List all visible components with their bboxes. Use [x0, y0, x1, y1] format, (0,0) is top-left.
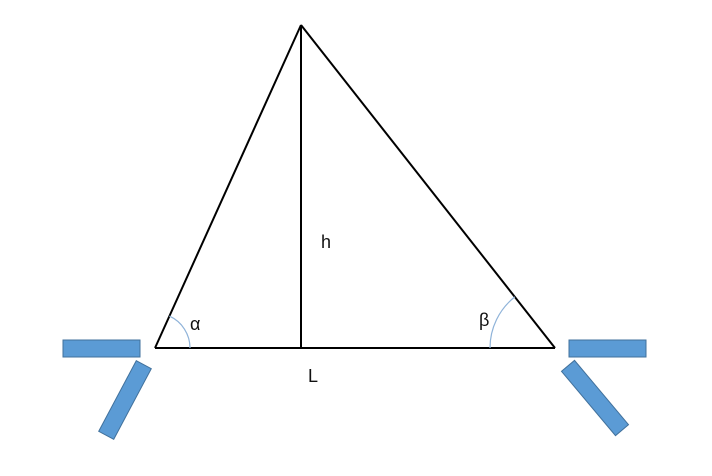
left-horizontal-mirror: [62, 339, 141, 358]
left-tilted-mirror: [98, 360, 152, 440]
right-horizontal-mirror: [568, 339, 647, 358]
angle-alpha-label: α: [190, 314, 200, 334]
baseline-label: L: [308, 366, 318, 386]
angle-alpha-arc: [169, 315, 191, 349]
left-side-line: [154, 24, 302, 349]
right-side-line: [300, 24, 556, 349]
angle-beta-label: β: [479, 310, 489, 330]
height-label: h: [321, 232, 331, 252]
angle-beta-arc: [489, 296, 516, 349]
right-tilted-mirror: [560, 359, 630, 437]
